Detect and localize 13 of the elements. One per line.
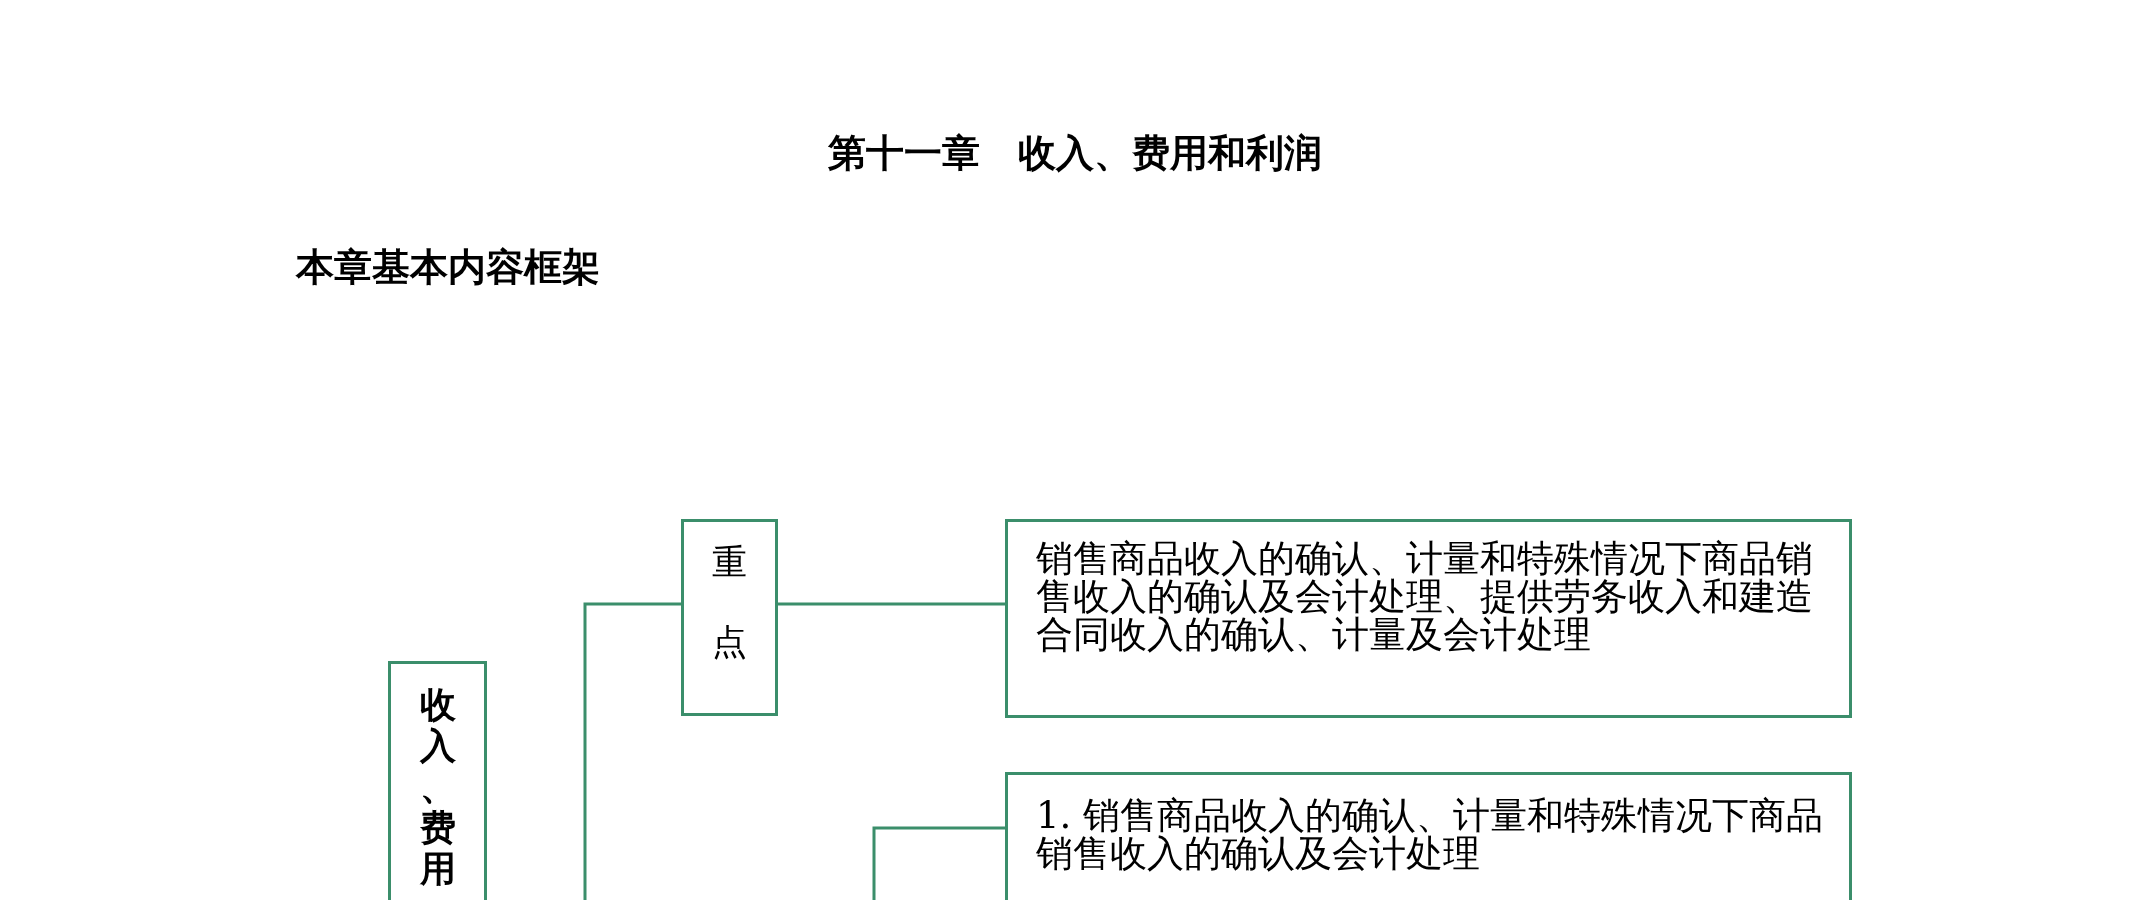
section-heading: 本章基本内容框架	[296, 244, 600, 290]
content-box	[1005, 519, 1852, 718]
description-text: 1. 销售商品收入的确认、计量和特殊情况下商品销售收入的确认及会计处理	[1036, 797, 1825, 873]
vertical-label: 重点	[712, 541, 747, 664]
description-text: 销售商品收入的确认、计量和特殊情况下商品销售收入的确认及会计处理、提供劳务收入和建造合同收入的确认、计量及会计处理	[1036, 540, 1814, 654]
category-box	[388, 661, 487, 900]
content-box	[1005, 772, 1852, 900]
connector-line	[872, 826, 1005, 900]
topic-box	[681, 519, 778, 716]
page-title: 第十一章 收入、费用和利润	[827, 130, 1322, 176]
connector-line	[778, 602, 1005, 606]
connector-line	[583, 602, 681, 900]
vertical-label: 收入、费用	[419, 684, 456, 889]
